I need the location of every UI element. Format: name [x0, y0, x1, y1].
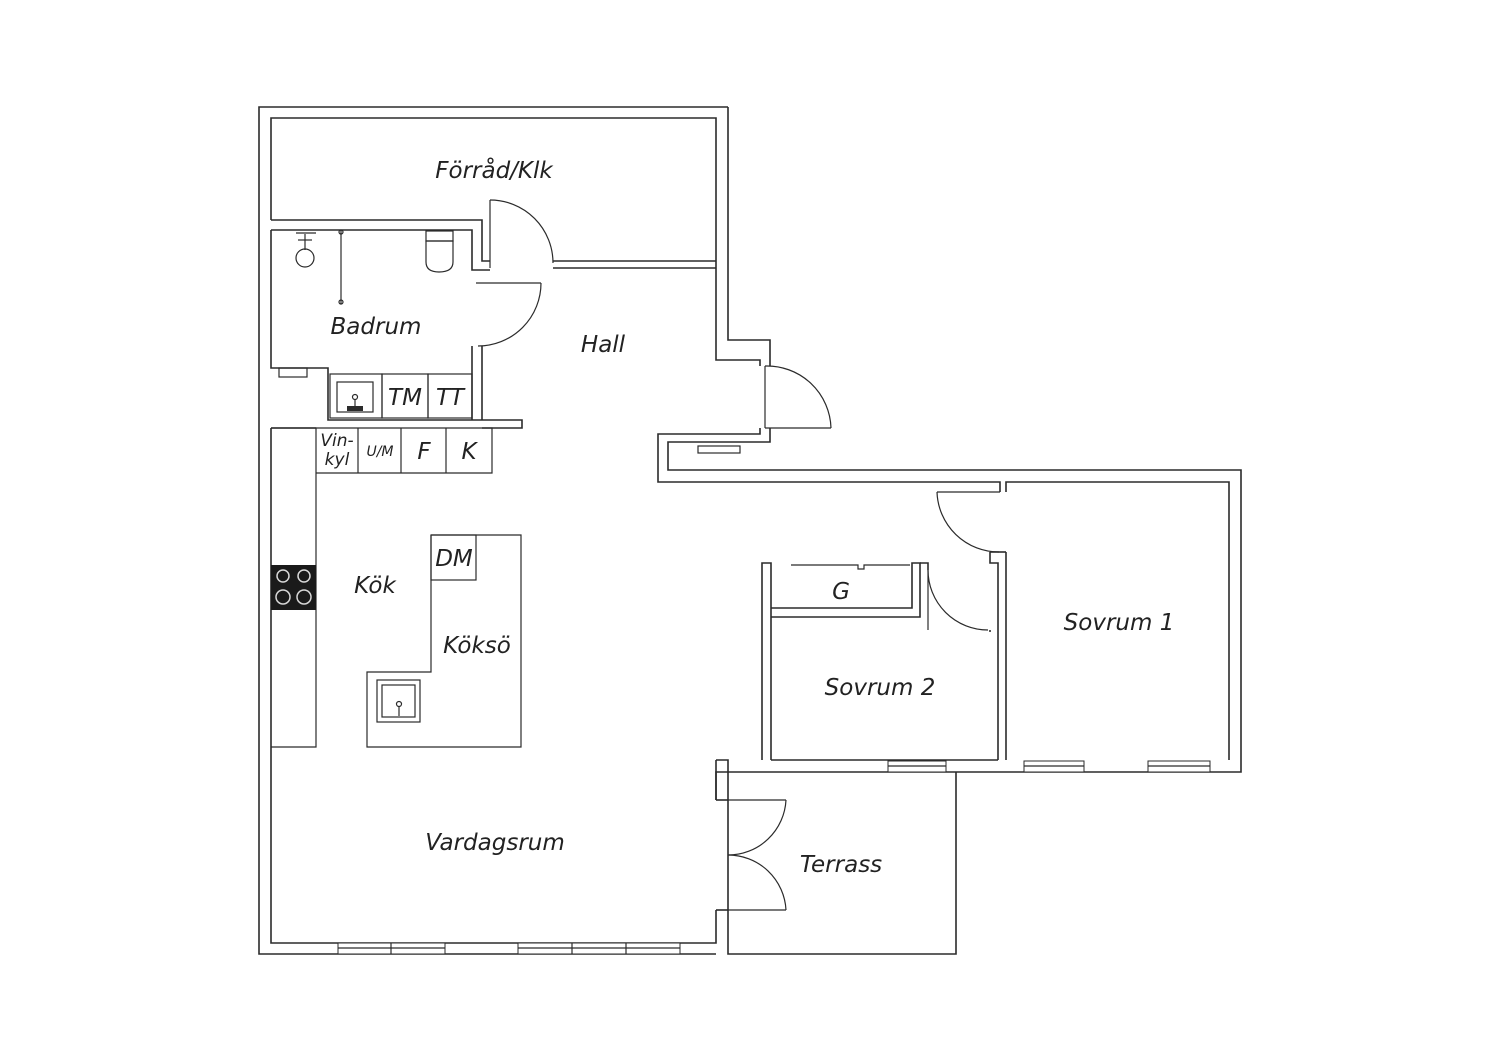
entrance-door: [764, 365, 832, 429]
washbasin-icon: [329, 373, 383, 419]
entrance-wall-outer: [727, 107, 771, 366]
fixture-label-washing-machine: TM: [388, 385, 422, 411]
bedroom-divider: [989, 552, 999, 760]
room-label-bedroom1: Sovrum 1: [1064, 610, 1175, 636]
bedroom1-door: [936, 491, 1000, 553]
stove-icon: [271, 565, 316, 610]
bathroom-fixtures: [295, 229, 473, 419]
living-window-1: [337, 942, 446, 955]
doors: [476, 199, 1000, 911]
bath-radiator: [278, 367, 308, 378]
kitchen-island: [366, 534, 522, 748]
fixture-labels: TM TT Vin- kyl U/M F K DM G: [320, 385, 850, 605]
entrance-wall-inner: [715, 261, 761, 366]
hall-radiator: [697, 445, 741, 454]
room-label-bedroom2: Sovrum 2: [825, 675, 936, 701]
kitchen-counter-north: [316, 427, 493, 474]
bedroom2-door-wall: [920, 562, 929, 570]
room-label-kitchen: Kök: [354, 573, 397, 599]
room-label-living: Vardagsrum: [425, 830, 565, 856]
bedroom1-window-1: [1023, 760, 1085, 773]
room-labels: Förråd/Klk Badrum Hall Kök Köksö Vardags…: [331, 156, 1175, 878]
room-label-storage: Förråd/Klk: [435, 156, 554, 184]
fixture-label-freezer: F: [417, 439, 431, 465]
living-terrace-wall: [716, 759, 957, 955]
storage-door: [489, 199, 554, 268]
living-window-2: [517, 942, 681, 955]
bedroom2-west-wall: [761, 562, 772, 760]
kitchen-sink-icon: [376, 679, 421, 723]
bedroom1-window-2: [1147, 760, 1211, 773]
interior-walls: [270, 219, 1007, 761]
bedroom2-door: [927, 569, 989, 631]
fixture-label-microwave-oven: U/M: [366, 444, 393, 460]
dishwasher-box: [430, 534, 477, 581]
room-label-hall: Hall: [581, 332, 626, 358]
exterior-wall-outer: [258, 106, 728, 955]
fixture-label-wine-cooler-2: kyl: [325, 450, 350, 470]
entrance-wall-lower: [667, 428, 1230, 471]
entrance-wall-lower-outer: [657, 428, 1001, 492]
bedroom2-window: [887, 760, 947, 773]
kitchen: [271, 427, 522, 748]
room-label-bathroom: Badrum: [331, 314, 422, 340]
shower-icon: [295, 229, 344, 305]
fixture-label-tumble-dryer: TT: [436, 385, 466, 411]
windows: [337, 445, 1211, 955]
room-label-terrace: Terrass: [800, 852, 882, 878]
east-wall-inner: [1005, 481, 1230, 760]
fixture-label-fridge: K: [461, 439, 478, 465]
fixture-label-wine-cooler-1: Vin-: [320, 431, 353, 451]
toilet-icon: [425, 230, 454, 273]
terrace-double-door: [727, 799, 787, 911]
storage-bath-wall-lower: [271, 229, 490, 271]
exterior-walls: [258, 106, 1242, 955]
room-label-island: Köksö: [443, 633, 511, 659]
exterior-wall-inner: [270, 117, 717, 261]
bath-south-wall: [270, 230, 523, 429]
fixture-label-wardrobe: G: [832, 579, 850, 605]
tumble-dryer-box: [427, 373, 473, 419]
bathroom-door: [476, 282, 542, 347]
wardrobe-sliding-door: [791, 564, 910, 570]
exterior-wall-inner-west: [270, 428, 717, 944]
storage-bath-wall: [271, 219, 490, 262]
fixture-label-dishwasher: DM: [435, 546, 473, 572]
wardrobe-outline: [771, 562, 921, 618]
